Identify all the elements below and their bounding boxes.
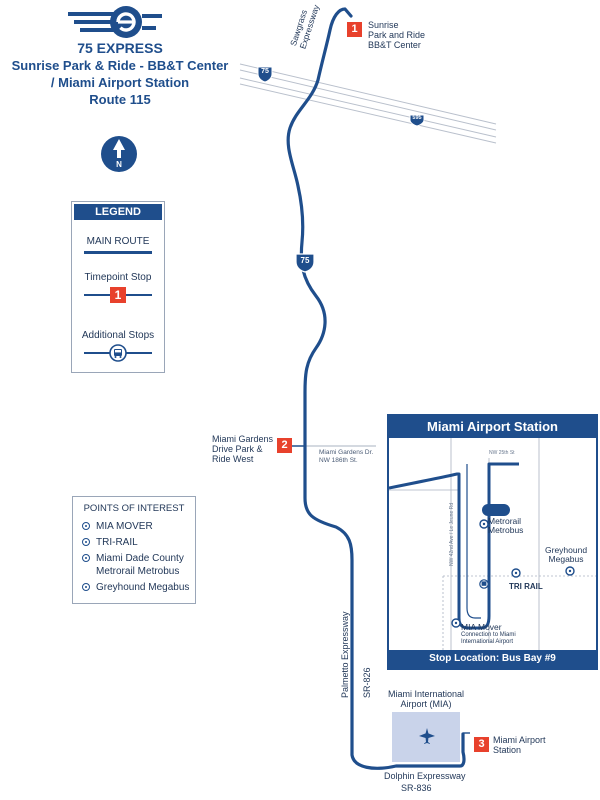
points-of-interest: POINTS OF INTEREST MIA MOVER TRI-RAIL Mi… <box>72 496 196 604</box>
trirail-poi-icon <box>511 568 521 578</box>
sr-836-label: SR-836 <box>401 783 432 793</box>
stop-1-label: Sunrise Park and Ride BB&T Center <box>368 20 426 50</box>
mia-mover-poi-icon <box>451 618 461 628</box>
inset-route-line <box>389 462 519 630</box>
poi-title: POINTS OF INTEREST <box>83 503 185 514</box>
inset-greyhound-label: Greyhound Megabus <box>545 545 588 564</box>
metrorail-station-marker <box>482 504 510 516</box>
legend-title: LEGEND <box>74 204 162 220</box>
i595-shield-label: 595 <box>412 115 422 121</box>
stop-3-label: Miami Airport Station <box>493 735 546 755</box>
stop-3-badge: 3 <box>474 737 489 752</box>
inset-metrorail-label: Metrorail Metrobus <box>488 516 524 535</box>
inset-mia-mover-label: MIA Mover <box>461 622 502 632</box>
dolphin-expressway-label: Dolphin Expressway <box>384 771 466 781</box>
route-subtitle-1: Sunrise Park & Ride - BB&T Center <box>11 58 229 73</box>
miami-gardens-dr-label: Miami Gardens Dr. NW 186th St. <box>319 449 374 464</box>
palmetto-expressway-label: Palmetto Expressway <box>340 611 350 698</box>
north-arrow-icon: N <box>101 136 137 172</box>
logo-speed-lines <box>68 12 114 32</box>
inset-lejeune-label: NW 42nd Ave / Le Jeune Rd <box>449 502 455 566</box>
legend-timepoint-badge: 1 <box>110 287 126 303</box>
stop-2-label: Miami Gardens Drive Park & Ride West <box>212 434 274 464</box>
express-logo <box>68 6 162 38</box>
stop-2-badge: 2 <box>277 438 292 453</box>
route-subtitle-2: / Miami Airport Station <box>50 75 190 90</box>
stop-1-badge: 1 <box>347 22 362 37</box>
inset-trirail-label: TRI RAIL <box>509 582 543 591</box>
i75-mid-shield-label: 75 <box>300 256 310 265</box>
inset-title: Miami Airport Station <box>389 416 596 438</box>
inset-footer: Stop Location: Bus Bay #9 <box>389 650 596 668</box>
poi-marker-icon <box>82 538 90 546</box>
route-number: Route 115 <box>89 92 151 107</box>
i75-shield-icon <box>257 66 273 83</box>
poi-marker-icon <box>82 554 90 562</box>
airplane-icon <box>419 728 435 744</box>
legend-main-route-label: MAIN ROUTE <box>86 236 150 247</box>
bus-bay-icon <box>479 579 489 589</box>
poi-marker-icon <box>82 583 90 591</box>
sr-826-label: SR-826 <box>362 667 372 698</box>
legend-additional-stops-label: Additional Stops <box>81 330 155 341</box>
legend-main-route-line <box>84 251 152 254</box>
route-title: 75 EXPRESS <box>77 40 163 56</box>
i595-shield-icon <box>409 114 425 127</box>
bus-stop-icon <box>109 344 127 362</box>
greyhound-poi-icon <box>565 566 575 576</box>
inset-map: Miami Airport Station Metrorail Metrobus… <box>387 414 598 670</box>
main-route-line <box>286 7 466 770</box>
logo-e-letter <box>116 12 136 32</box>
legend: LEGEND MAIN ROUTE Timepoint Stop 1 Addit… <box>71 201 165 373</box>
i75-mid-shield-icon <box>295 253 315 273</box>
metrorail-poi-icon <box>479 519 489 529</box>
i75-shield-label: 75 <box>261 68 269 75</box>
north-label: N <box>116 160 122 169</box>
inset-connection-label: Connection to Miami International Airpor… <box>461 632 516 645</box>
inset-nw25-label: NW 25th St <box>489 450 515 456</box>
mia-airport-label: Miami International Airport (MIA) <box>387 689 465 709</box>
poi-marker-icon <box>82 522 90 530</box>
legend-timepoint-label: Timepoint Stop <box>84 272 152 283</box>
highway-i75 <box>239 63 497 131</box>
highway-i595 <box>239 77 497 144</box>
